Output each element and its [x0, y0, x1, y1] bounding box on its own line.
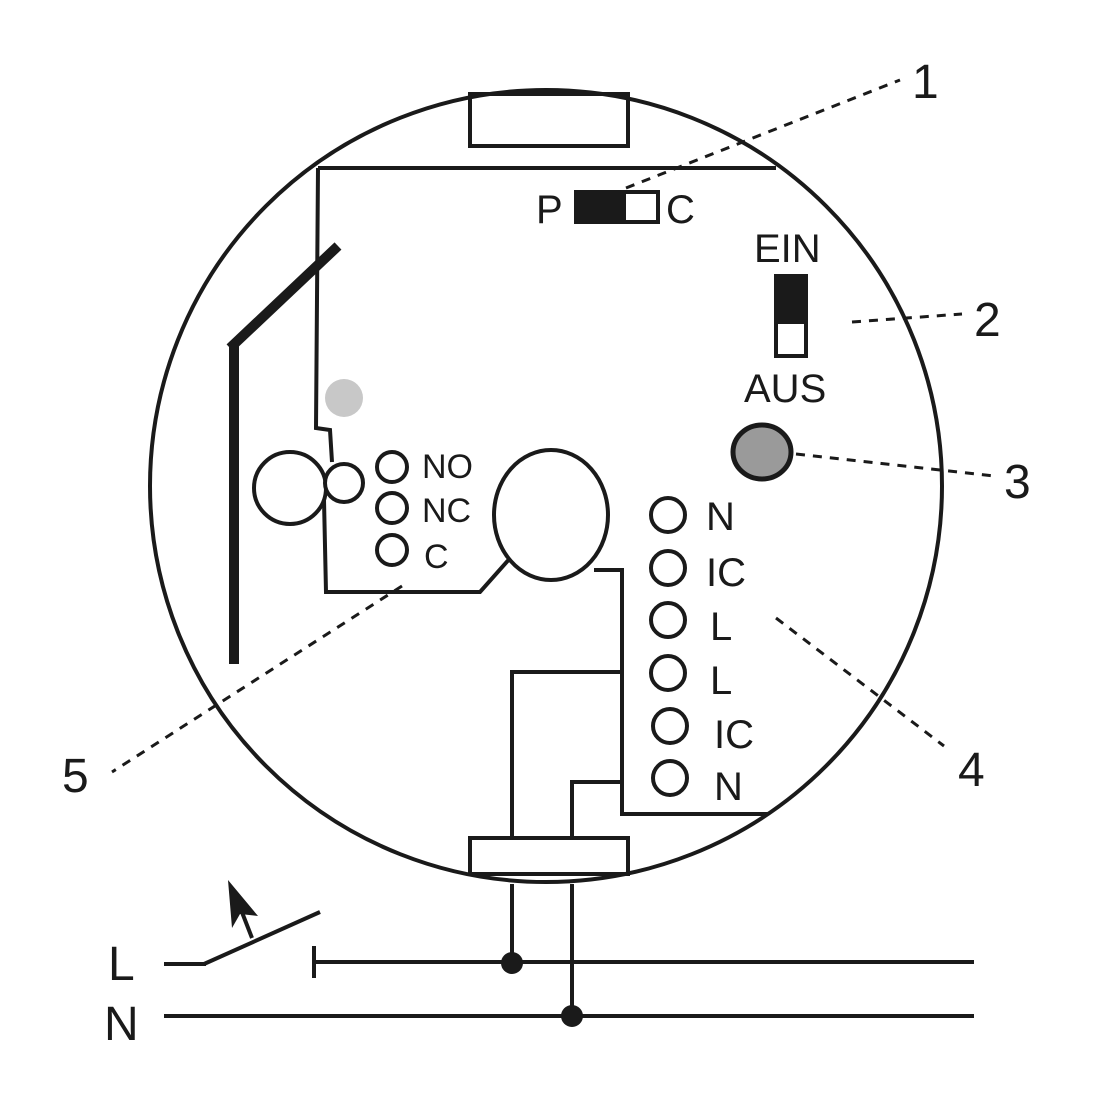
junction-l: [501, 952, 523, 974]
terminal-6: [651, 759, 689, 797]
relay-label-c: C: [424, 538, 449, 576]
relay-label-no: NO: [422, 448, 473, 486]
terminal-1: [649, 496, 687, 534]
terminal-label-5: IC: [714, 713, 754, 757]
board-left-edge: [313, 167, 334, 463]
callout-1: 1: [912, 56, 939, 109]
callout-5-leader: [111, 584, 403, 774]
terminal-4: [649, 654, 687, 692]
terminal-nc: [375, 491, 409, 525]
terminal-label-2: IC: [706, 551, 746, 595]
ein-aus-switch-knob: [776, 276, 806, 324]
callout-2-leader: [851, 312, 963, 324]
bottom-tab: [468, 836, 630, 876]
terminal-c: [375, 533, 409, 567]
pc-switch-knob: [576, 192, 626, 222]
main-wire-right: [594, 568, 768, 816]
external-switch-blade: [203, 910, 321, 966]
terminal-5: [651, 707, 689, 745]
relay-coil-small: [323, 462, 365, 504]
pc-switch-left-label: P: [536, 188, 563, 232]
callout-2: 2: [974, 294, 1001, 347]
terminal-label-6: N: [714, 765, 743, 809]
wire-to-bottom-tab-1: [510, 670, 622, 836]
supply-label-n: N: [104, 998, 139, 1051]
terminal-no: [375, 450, 409, 484]
terminal-label-1: N: [706, 495, 735, 539]
terminal-label-4: L: [710, 659, 732, 703]
callout-4: 4: [958, 744, 985, 797]
top-tab: [468, 92, 630, 148]
callout-1-leader: [625, 78, 901, 190]
sensor-lens: [492, 448, 610, 582]
device-housing: [148, 88, 944, 884]
relay-wire: [322, 499, 514, 594]
callout-3: 3: [1004, 456, 1031, 509]
aus-label: AUS: [744, 367, 826, 411]
terminal-2: [649, 549, 687, 587]
ein-label: EIN: [754, 227, 821, 271]
terminal-label-3: L: [710, 605, 732, 649]
callout-4-leader: [775, 616, 945, 748]
junction-n: [561, 1005, 583, 1027]
led-indicator: [325, 379, 363, 417]
wire-to-bottom-tab-2: [570, 780, 622, 836]
push-button: [730, 422, 794, 482]
mount-bracket-angled: [226, 242, 342, 352]
external-switch-arrow-head: [228, 880, 258, 928]
supply-label-l: L: [108, 938, 135, 991]
callout-5: 5: [62, 750, 89, 803]
relay-coil-large: [252, 450, 328, 526]
callout-3-leader: [795, 452, 995, 478]
terminal-3: [649, 601, 687, 639]
pc-switch-right-label: C: [666, 188, 695, 232]
relay-label-nc: NC: [422, 492, 471, 530]
